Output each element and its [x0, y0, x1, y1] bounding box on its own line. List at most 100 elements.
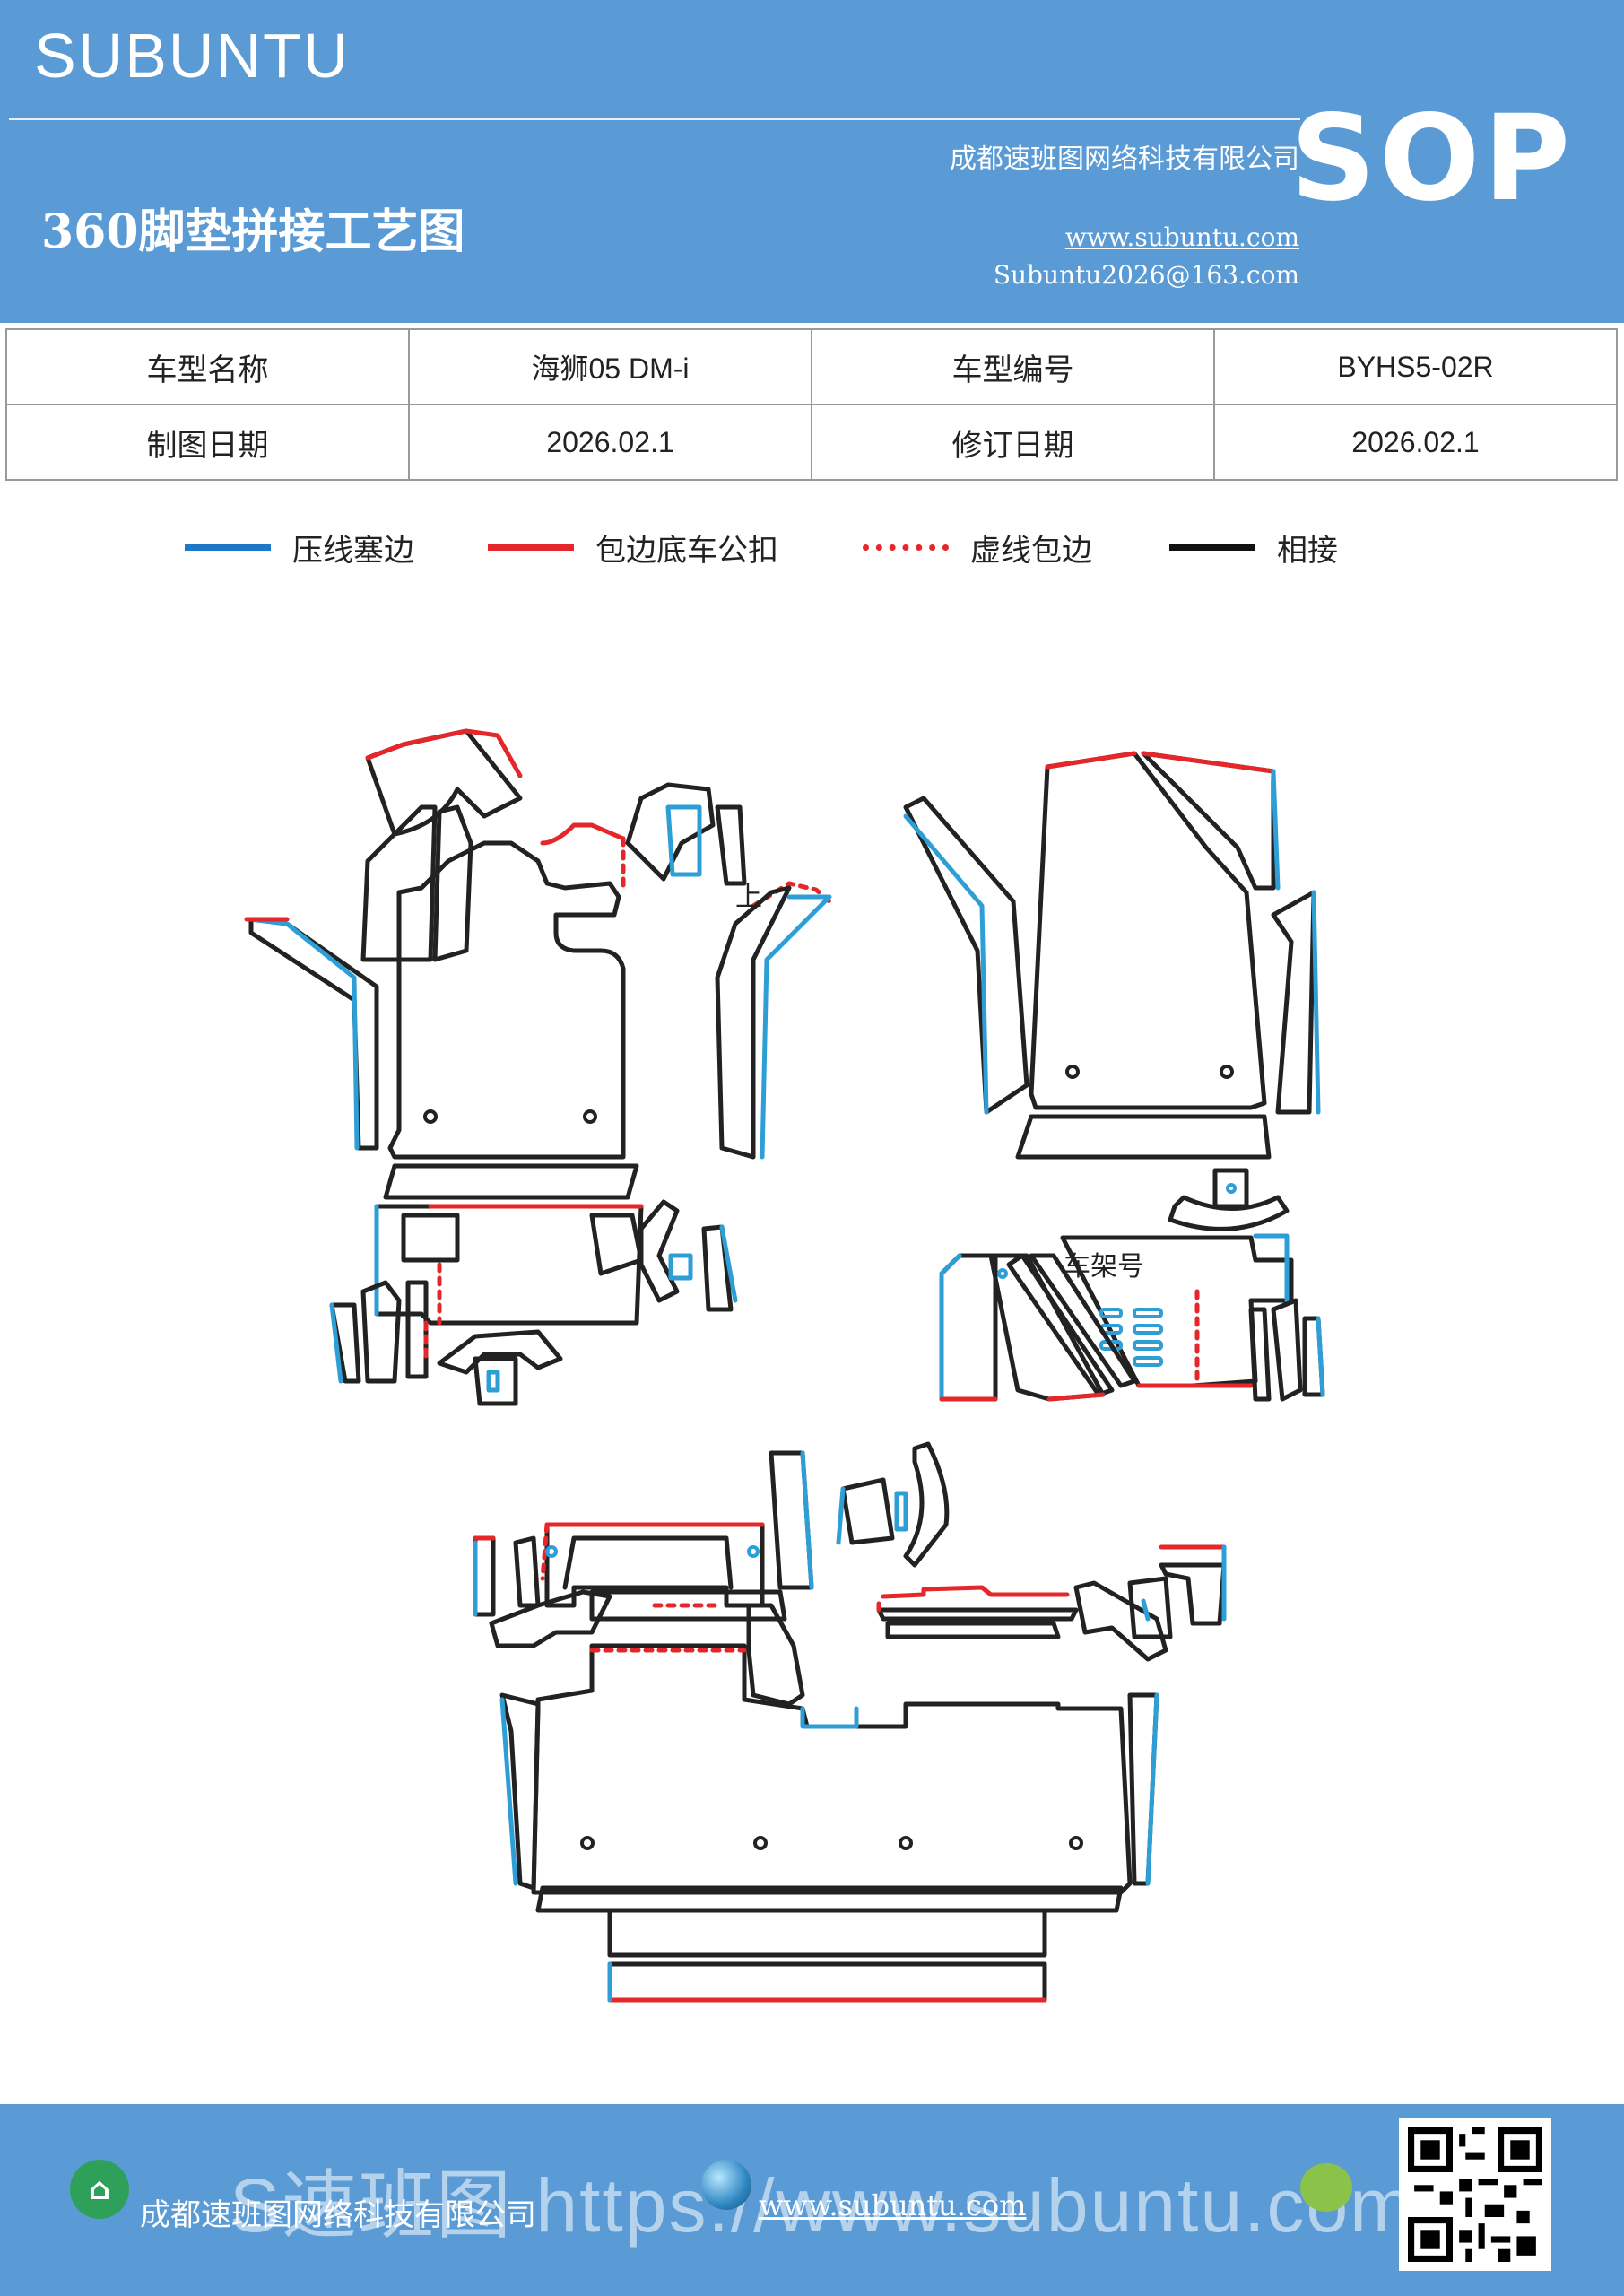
rear-left-side-blue — [499, 1697, 518, 1886]
pedal-piece-2 — [715, 804, 747, 886]
front-right-mat-group: 车架号 — [903, 751, 1325, 1402]
front-left-bracket-blue — [486, 1370, 500, 1393]
mat-hole — [899, 1836, 913, 1850]
front-right-small-far — [1248, 1307, 1272, 1402]
legend-label: 压线塞边 — [292, 532, 414, 569]
rear-left-side-strip — [499, 1692, 541, 1891]
front-right-small-block — [1212, 1168, 1249, 1209]
mat-hole — [423, 1109, 438, 1124]
line-legend: 压线塞边 包边底车公扣 虚线包边 相接 — [0, 520, 1624, 574]
rear-pedal-arc — [903, 1441, 950, 1568]
front-right-arch — [1168, 1195, 1290, 1231]
front-left-mat-group: 上 — [244, 728, 832, 1406]
mat-hole-blue — [545, 1545, 558, 1558]
rear-left-bracket-2 — [589, 1589, 787, 1622]
rear-top-left-piece — [544, 1522, 765, 1608]
legend-label: 包边底车公扣 — [595, 532, 778, 569]
legend-swatch-black — [1169, 544, 1255, 551]
label-up: 上 — [735, 882, 762, 913]
front-right-main-mat — [1029, 751, 1267, 1110]
front-right-diag-strip — [1029, 1253, 1137, 1388]
footer-company-name: 成都速班图网络科技有限公司 — [140, 2197, 536, 2233]
rear-left-bracket — [489, 1589, 612, 1648]
pedal-piece — [625, 782, 716, 882]
legend-label: 相接 — [1277, 532, 1338, 569]
front-right-right-strip-blue — [1311, 890, 1321, 1115]
email-address[interactable]: Subuntu2026@163.com — [993, 260, 1299, 290]
legend-swatch-red — [488, 544, 574, 551]
rear-top-left-inner — [562, 1535, 734, 1590]
front-left-main-mat — [387, 840, 626, 1160]
label-frame-number: 车架号 — [1064, 1251, 1144, 1283]
front-right-left-piece — [939, 1253, 998, 1402]
rear-right-top-red — [881, 1585, 1070, 1599]
legend-swatch-red-dotted — [863, 544, 949, 551]
front-right-top-piece-red — [1141, 751, 1276, 774]
front-left-blue-edge — [248, 917, 360, 1151]
mat-hole — [583, 1109, 597, 1124]
rear-pedal-left-blue-edge — [836, 1486, 846, 1545]
rear-left-strip-2 — [513, 1535, 541, 1608]
rear-main-mat — [531, 1643, 1133, 1895]
page-footer: ⌂ S速班图 https://www.subuntu.com 成都速班图网络科技… — [0, 2104, 1624, 2296]
front-left-top-piece — [365, 728, 523, 837]
floor-mat-diagram: 上 — [0, 682, 1624, 2027]
mat-hole-blue — [997, 1268, 1008, 1279]
front-left-strip-far — [701, 1224, 734, 1312]
frame-number-slots — [1099, 1308, 1163, 1367]
qr-code[interactable] — [1399, 2118, 1551, 2271]
mat-hole — [580, 1836, 595, 1850]
front-right-mid-piece-red — [1046, 1392, 1106, 1402]
table-row: 制图日期 2026.02.1 修订日期 2026.02.1 — [5, 404, 1618, 481]
page-header: SUBUNTU 360脚垫拼接工艺图 成都速班图网络科技有限公司 www.sub… — [0, 0, 1624, 323]
front-left-small-left — [329, 1302, 361, 1384]
mat-hole — [1220, 1065, 1234, 1079]
wechat-icon — [1300, 2163, 1352, 2212]
rear-right-small-blue — [1141, 1598, 1151, 1622]
front-left-small-mid — [360, 1280, 402, 1384]
rear-top-right-strip-blue — [800, 1450, 814, 1590]
pedal-piece-blue — [665, 804, 702, 877]
rear-right-small — [1127, 1576, 1173, 1639]
draw-date-value: 2026.02.1 — [408, 404, 812, 481]
front-left-center-red — [540, 822, 626, 846]
front-left-bracket-foot — [473, 1356, 518, 1406]
legend-item: 相接 — [1169, 520, 1338, 574]
front-left-small-mid-2 — [405, 1280, 429, 1379]
front-right-left-piece-blue — [939, 1253, 962, 1402]
footer-website-link[interactable]: www.subuntu.com — [759, 2188, 1027, 2222]
footer-watermark: S速班图 https://www.subuntu.com — [230, 2163, 1415, 2248]
front-right-left-strip — [903, 796, 1029, 1115]
legend-item: 虚线包边 — [863, 520, 1092, 574]
model-name-label: 车型名称 — [5, 328, 410, 405]
brand-name: SUBUNTU — [34, 21, 351, 91]
front-left-strip-far-blue — [719, 1224, 738, 1303]
mat-hole — [753, 1836, 768, 1850]
front-left-side-piece — [360, 804, 438, 962]
website-link[interactable]: www.subuntu.com — [1064, 222, 1299, 252]
mat-hole-blue — [747, 1545, 760, 1558]
rear-bottom-bar — [535, 1885, 1124, 1913]
front-right-small-far-2 — [1271, 1298, 1303, 1402]
front-left-top-edge — [365, 728, 523, 778]
front-left-bracket — [437, 1329, 563, 1375]
rear-top-left-dash — [540, 1522, 550, 1581]
front-right-small-far-blue — [1316, 1316, 1325, 1397]
legend-item: 包边底车公扣 — [488, 520, 778, 574]
rear-right-side-blue — [1145, 1692, 1159, 1886]
qr-code-icon — [1408, 2127, 1542, 2262]
model-name-value: 海狮05 DM-i — [408, 328, 812, 405]
mat-hole — [1069, 1836, 1083, 1850]
rear-center-blue — [800, 1706, 859, 1729]
draw-date-label: 制图日期 — [5, 404, 410, 481]
front-right-top-red — [1045, 751, 1137, 770]
mat-hole — [1065, 1065, 1080, 1079]
front-left-small-left-blue — [329, 1302, 343, 1384]
front-right-lower-blue — [1253, 1233, 1290, 1303]
front-left-lower-cut-2 — [589, 1213, 644, 1276]
rear-pedal-left — [840, 1477, 895, 1545]
front-right-top-piece-blue — [1271, 769, 1281, 891]
mat-hole-blue — [1226, 1183, 1237, 1194]
front-left-small-blue — [668, 1253, 693, 1281]
front-left-small-piece — [638, 1199, 680, 1303]
